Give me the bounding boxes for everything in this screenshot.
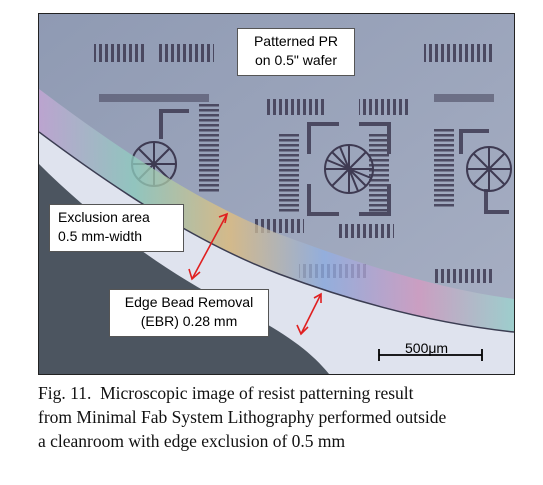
exclusion-width-arrow <box>188 212 229 281</box>
micrograph-figure: Patterned PR on 0.5" wafer Exclusion are… <box>38 13 515 375</box>
callout-exclusion-area: Exclusion area 0.5 mm-width <box>49 204 184 252</box>
callout-patterned-pr-line1: Patterned PR <box>253 33 339 49</box>
callout-patterned-pr-line2: on 0.5" wafer <box>254 52 338 68</box>
figure-caption: Fig. 11. Microscopic image of resist pat… <box>38 381 518 453</box>
caption-line-3: a cleanroom with edge exclusion of 0.5 m… <box>38 431 346 451</box>
callout-patterned-pr: Patterned PR on 0.5" wafer <box>237 28 355 76</box>
callout-ebr-line1: Edge Bead Removal <box>124 294 254 310</box>
caption-line-2: from Minimal Fab System Lithography perf… <box>38 407 447 427</box>
scale-bar <box>378 349 483 361</box>
scale-bar-label: 500μm <box>405 340 449 356</box>
callout-edge-bead-removal: Edge Bead Removal (EBR) 0.28 mm <box>109 289 269 337</box>
pattern-grid <box>94 44 509 283</box>
callout-exclusion-line2: 0.5 mm-width <box>58 228 143 244</box>
callout-exclusion-line1: Exclusion area <box>58 209 150 225</box>
edge-bead-band <box>39 89 514 334</box>
siemens-star-target-right <box>466 146 512 192</box>
caption-line-1: Fig. 11. Microscopic image of resist pat… <box>38 383 414 403</box>
ebr-width-arrow <box>296 292 322 336</box>
siemens-star-target-center <box>324 144 374 194</box>
callout-ebr-line2: (EBR) 0.28 mm <box>140 313 238 329</box>
